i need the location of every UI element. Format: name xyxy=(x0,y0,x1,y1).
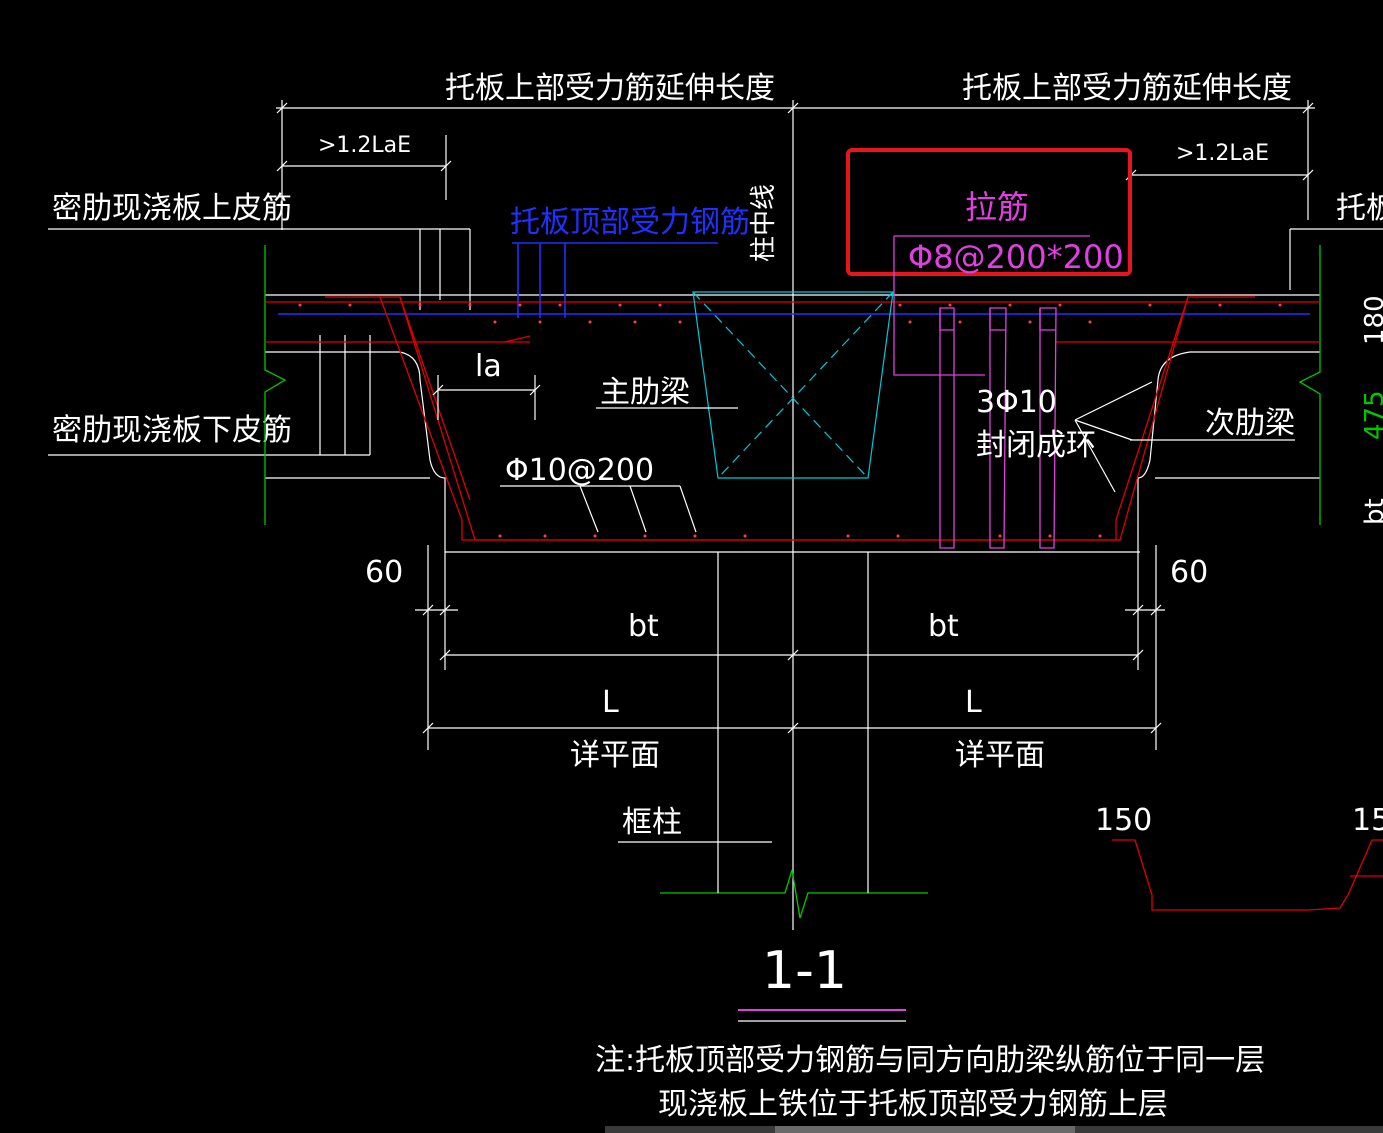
lae-label-left: >1.2LaE xyxy=(318,133,411,158)
left-slab-outline xyxy=(265,228,1383,553)
section-title: 1-1 xyxy=(762,941,847,1001)
dim-180-label: 180 xyxy=(1360,295,1383,345)
bt-label-left: bt xyxy=(628,609,659,644)
dim-bt-vertical-label: bt xyxy=(1360,498,1383,525)
tie-bar-leader xyxy=(893,235,1090,376)
bottom-dimensions xyxy=(415,545,1165,893)
frame-column-label: 框柱 xyxy=(622,805,682,840)
la-label: la xyxy=(475,349,502,384)
tie-bar-label: 拉筋 xyxy=(965,188,1029,226)
scrollbar-thumb[interactable] xyxy=(775,1126,1075,1133)
rebar-dots xyxy=(298,303,1282,538)
dim-60-left: 60 xyxy=(365,555,403,590)
note-line-1: 注:托板顶部受力钢筋与同方向肋梁纵筋位于同一层 xyxy=(595,1043,1265,1078)
break-lines xyxy=(264,245,1321,919)
stirrup-leader xyxy=(500,485,697,533)
tie-bars xyxy=(939,307,1057,549)
dim-150-partial-label: 15 xyxy=(1352,803,1383,838)
top-extension-dimension xyxy=(276,100,1315,930)
right-partial-label: 托板 xyxy=(1336,191,1383,226)
column-centerline-label: 柱中线 xyxy=(749,184,779,262)
cap-top-rebar-label: 托板顶部受力钢筋 xyxy=(510,205,750,240)
L-label-right: L xyxy=(965,685,982,720)
rebar-cage xyxy=(265,296,1320,541)
closed-ring-label: 封闭成环 xyxy=(976,428,1096,463)
cap-top-rebar xyxy=(278,242,1310,318)
bt-label-right: bt xyxy=(928,609,959,644)
slab-top-bar-label: 密肋现浇板上皮筋 xyxy=(52,191,292,226)
lae-dimension-left xyxy=(276,135,452,200)
la-dimension xyxy=(432,375,541,420)
stirrup-spec-label: Φ10@200 xyxy=(505,453,654,488)
column-outline xyxy=(692,291,894,479)
note-line-2: 现浇板上铁位于托板顶部受力钢筋上层 xyxy=(658,1087,1168,1122)
dim-475-label: 475 xyxy=(1360,390,1383,440)
lae-label-right: >1.2LaE xyxy=(1176,141,1269,166)
lae-dimension-right xyxy=(1125,169,1314,181)
secondary-rib-beam-label: 次肋梁 xyxy=(1205,406,1295,441)
closed-ring-count-label: 3Φ10 xyxy=(976,385,1057,420)
main-rib-beam-label: 主肋梁 xyxy=(600,375,690,410)
tie-bar-spec: Φ8@200*200 xyxy=(908,238,1124,276)
top-extension-label-right: 托板上部受力筋延伸长度 xyxy=(962,71,1292,106)
detail-plan-label-right: 详平面 xyxy=(955,738,1045,773)
top-extension-label-left: 托板上部受力筋延伸长度 xyxy=(445,71,775,106)
detail-plan-label-left: 详平面 xyxy=(570,738,660,773)
slab-bottom-bar-label: 密肋现浇板下皮筋 xyxy=(52,413,292,448)
tie-bar-highlight-box xyxy=(846,148,1132,276)
dim-150-label: 150 xyxy=(1095,803,1152,838)
closed-ring-leader xyxy=(1074,381,1295,493)
dim-60-right: 60 xyxy=(1170,555,1208,590)
L-label-left: L xyxy=(602,685,619,720)
secondary-rib-profile xyxy=(1112,839,1383,911)
